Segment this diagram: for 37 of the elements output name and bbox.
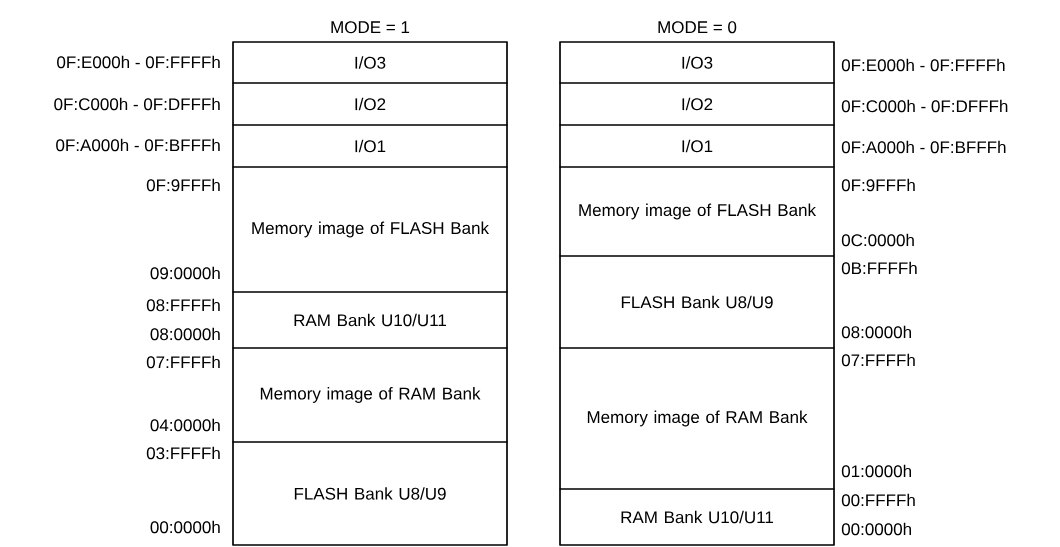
memory-region-box: I/O1 — [232, 124, 508, 168]
address-label: 0F:A000h - 0F:BFFFh — [841, 140, 1006, 154]
address-label: 0F:C000h - 0F:DFFFh — [841, 99, 1008, 113]
memory-region-box: Memory image of FLASH Bank — [559, 166, 835, 257]
memory-region-box: I/O2 — [559, 82, 835, 126]
node-label: MODE = 1 — [331, 21, 410, 34]
address-label: 0F:9FFFh — [146, 178, 220, 192]
memory-region-box: Memory image of FLASH Bank — [232, 166, 508, 293]
address-label: 09:0000h — [150, 266, 220, 280]
memory-region-box: Memory image of RAM Bank — [559, 347, 835, 490]
address-label: 00:FFFFh — [841, 493, 915, 507]
memory-region-box: I/O1 — [559, 124, 835, 168]
memory-region-box: I/O2 — [232, 82, 508, 126]
address-label: 00:0000h — [841, 522, 911, 536]
address-label: 0F:E000h - 0F:FFFFh — [57, 55, 220, 69]
address-label: 03:FFFFh — [146, 446, 220, 460]
address-label: 0F:9FFFh — [841, 178, 915, 192]
memory-region-box: RAM Bank U10/U11 — [232, 291, 508, 349]
address-label: 0F:A000h - 0F:BFFFh — [56, 138, 220, 152]
memory-region-box: I/O3 — [559, 41, 835, 84]
address-label: 0B:FFFFh — [841, 261, 917, 275]
memory-region-box: FLASH Bank U8/U9 — [232, 441, 508, 546]
address-label: 0F:C000h - 0F:DFFFh — [54, 97, 220, 111]
address-label: 08:FFFFh — [146, 298, 220, 312]
address-label: 0C:0000h — [841, 233, 914, 247]
memory-region-box: I/O3 — [232, 41, 508, 84]
address-label: 07:FFFFh — [146, 355, 220, 369]
address-label: 08:0000h — [841, 325, 911, 339]
memory-region-box: Memory image of RAM Bank — [232, 347, 508, 443]
memory-region-box: FLASH Bank U8/U9 — [559, 255, 835, 349]
address-label: 08:0000h — [150, 327, 220, 341]
address-label: 01:0000h — [841, 464, 911, 478]
address-label: 04:0000h — [150, 418, 220, 432]
memory-region-box: RAM Bank U10/U11 — [559, 488, 835, 546]
address-label: 0F:E000h - 0F:FFFFh — [841, 58, 1005, 72]
address-label: 07:FFFFh — [841, 353, 915, 367]
node-label: MODE = 0 — [658, 21, 737, 34]
